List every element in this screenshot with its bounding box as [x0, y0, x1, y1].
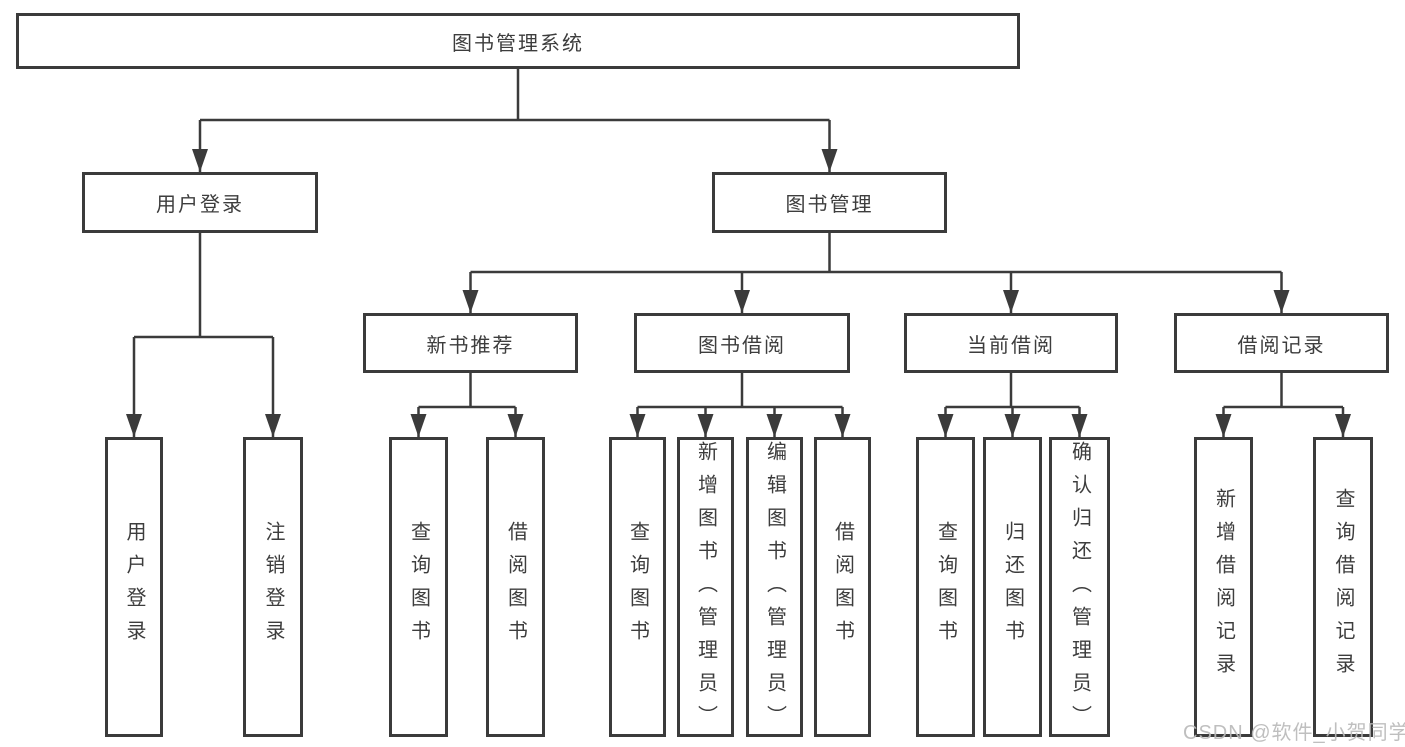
leaf-query-borrow-record: 查询借阅记录	[1313, 437, 1373, 737]
leaf-query-books-current: 查询图书	[916, 437, 975, 737]
node-label: 新书推荐	[426, 334, 515, 357]
node-label: 查询图书	[407, 521, 430, 653]
node-current-borrowing: 当前借阅	[904, 313, 1118, 373]
node-label: 用户登录	[123, 521, 145, 653]
node-book-management: 图书管理	[712, 172, 947, 233]
leaf-logout-login: 注销登录	[243, 437, 303, 737]
node-label: 编辑图书（管理员）	[763, 441, 786, 738]
node-user-login: 用户登录	[82, 172, 318, 233]
leaf-query-books-borrowing: 查询图书	[609, 437, 666, 737]
node-label: 图书管理	[785, 194, 874, 216]
node-label: 借阅图书	[504, 521, 527, 653]
node-new-book-recommend: 新书推荐	[363, 313, 578, 373]
node-label: 新增借阅记录	[1212, 488, 1235, 686]
node-label: 图书借阅	[698, 334, 786, 357]
leaf-query-books-recommend: 查询图书	[389, 437, 448, 737]
spine-borrowing-to-leaves	[637, 373, 843, 409]
node-label: 归还图书	[1001, 521, 1024, 653]
node-label: 图书管理系统	[452, 32, 584, 55]
node-label: 注销登录	[262, 521, 284, 653]
spine-user-login-to-leaves	[134, 233, 273, 339]
spine-records-to-leaves	[1223, 373, 1343, 409]
node-label: 查询图书	[626, 521, 649, 653]
spine-root-to-level2	[200, 69, 830, 122]
node-label: 查询图书	[934, 521, 957, 653]
node-label: 用户登录	[156, 194, 244, 216]
leaf-borrow-books-recommend: 借阅图书	[486, 437, 545, 737]
leaf-user-login: 用户登录	[105, 437, 163, 737]
node-borrowing-records: 借阅记录	[1174, 313, 1389, 373]
node-label: 确认归还（管理员）	[1068, 441, 1091, 738]
node-book-borrowing: 图书借阅	[634, 313, 850, 373]
node-label: 借阅图书	[831, 521, 854, 653]
spine-current-to-leaves	[945, 373, 1080, 409]
node-library-system: 图书管理系统	[16, 13, 1020, 69]
spine-recommend-to-leaves	[418, 373, 516, 409]
leaf-add-books-admin: 新增图书（管理员）	[677, 437, 734, 738]
node-label: 查询借阅记录	[1332, 488, 1354, 686]
csdn-watermark: CSDN @软件_小贺同学	[1183, 722, 1405, 744]
spine-book-mgmt-to-level3	[470, 233, 1282, 274]
leaf-borrow-books: 借阅图书	[814, 437, 871, 737]
node-label: 借阅记录	[1237, 334, 1326, 357]
leaf-edit-books-admin: 编辑图书（管理员）	[746, 437, 803, 738]
leaf-add-borrow-record: 新增借阅记录	[1194, 437, 1253, 737]
node-label: 当前借阅	[967, 334, 1055, 357]
leaf-return-books: 归还图书	[983, 437, 1042, 737]
leaf-confirm-return-admin: 确认归还（管理员）	[1049, 437, 1110, 738]
node-label: 新增图书（管理员）	[694, 441, 717, 738]
